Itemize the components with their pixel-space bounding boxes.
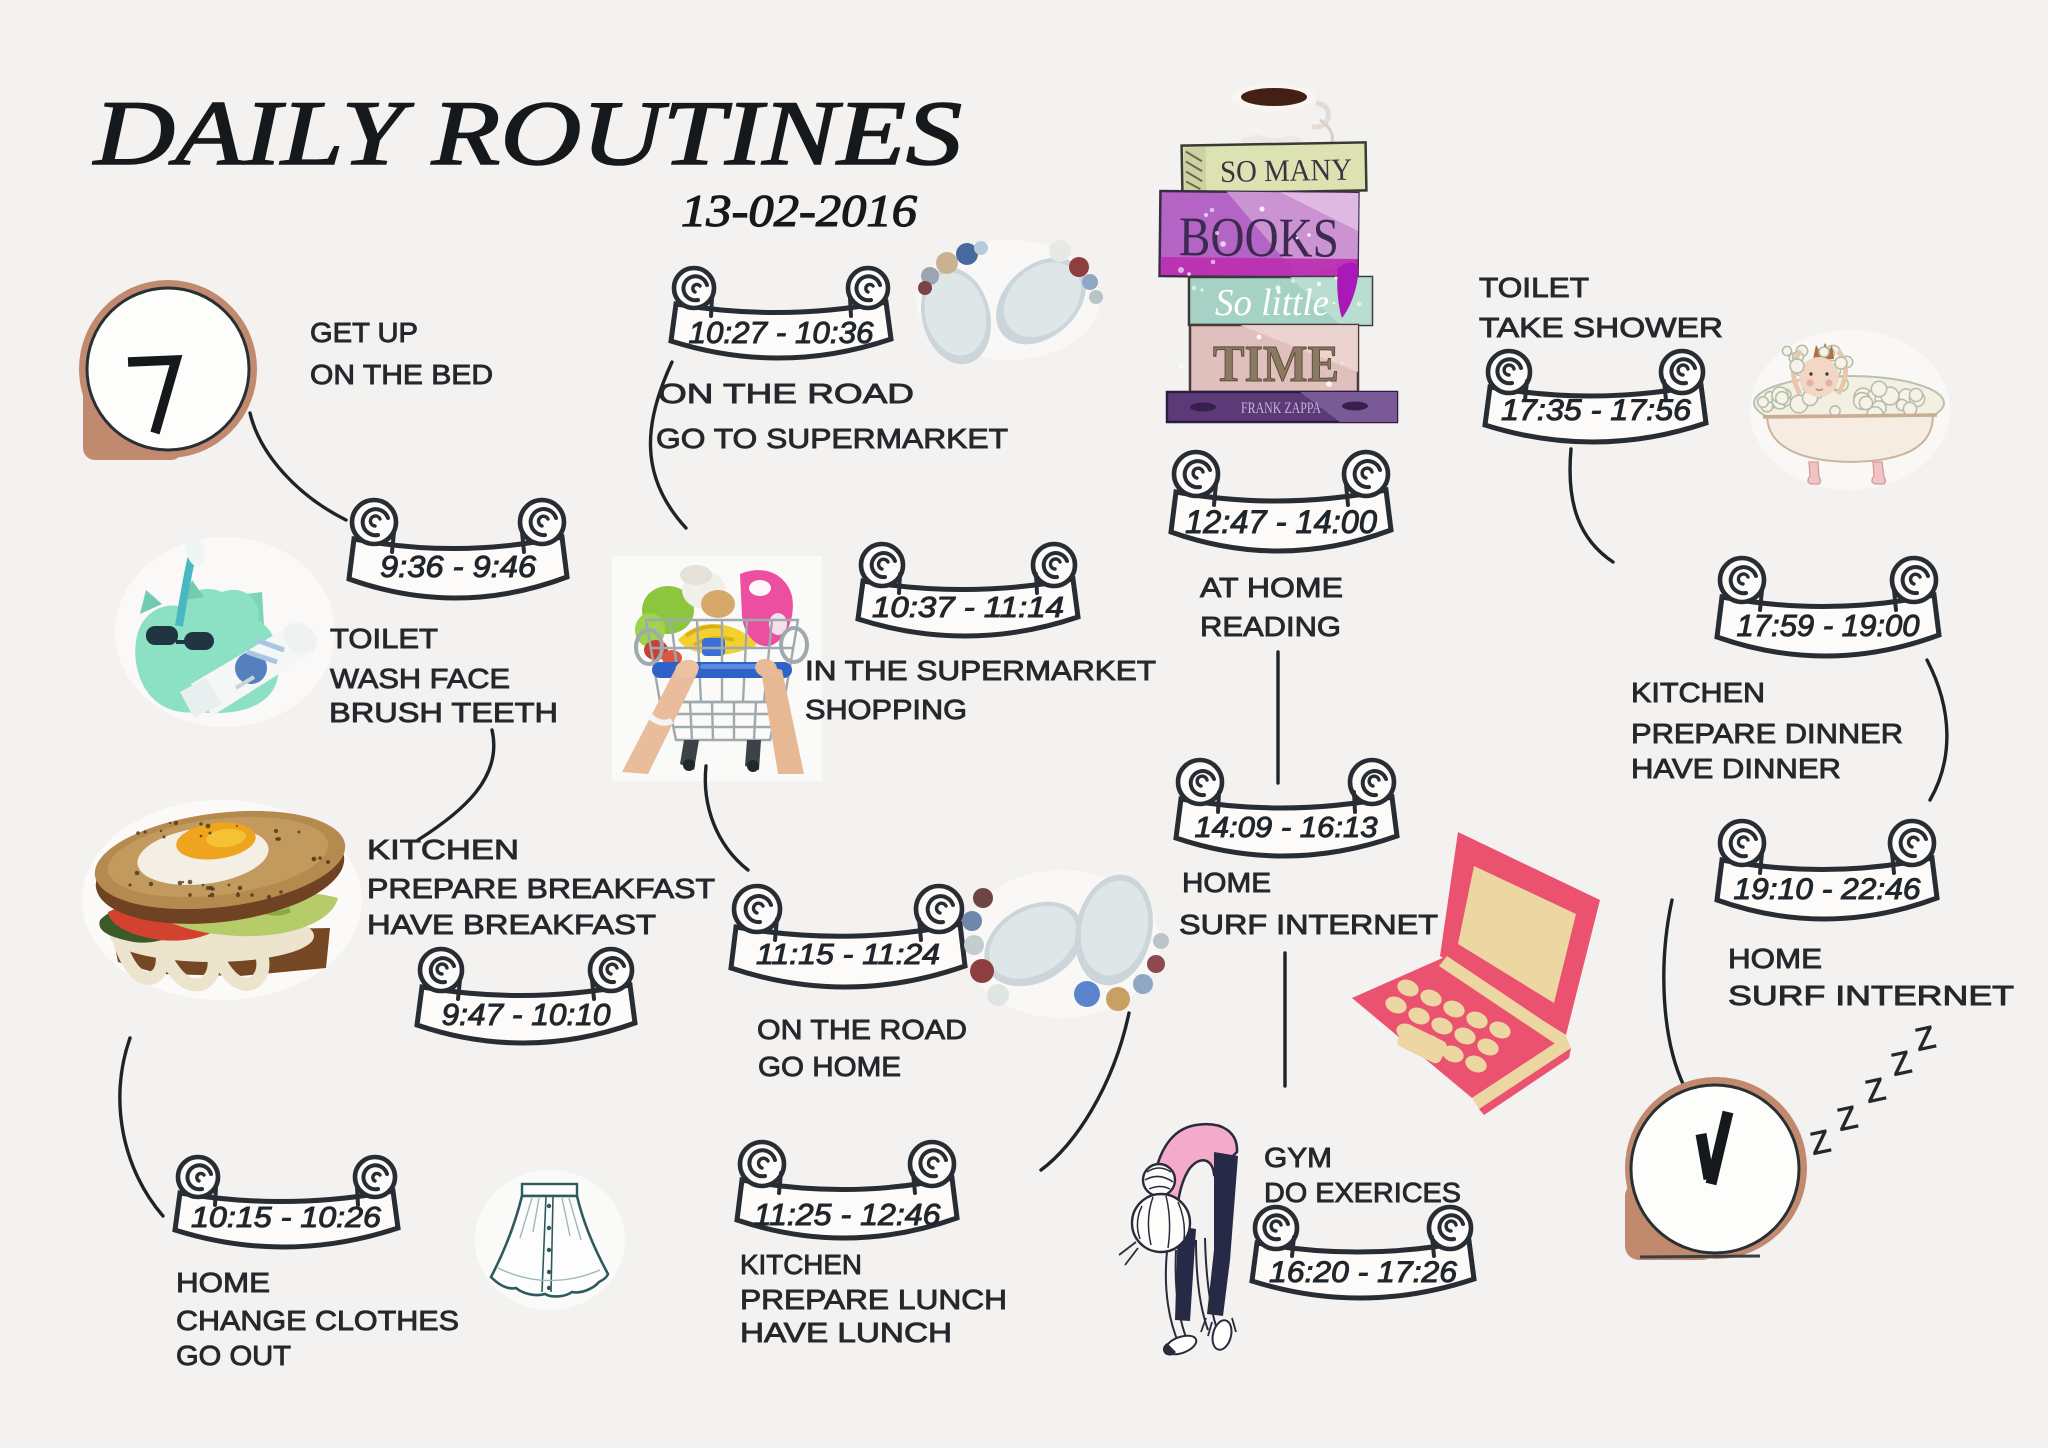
svg-text:PREPARE LUNCH: PREPARE LUNCH [740,1284,1007,1315]
svg-text:9:47 - 10:10: 9:47 - 10:10 [442,997,611,1032]
svg-text:AT HOME: AT HOME [1200,572,1343,603]
svg-text:DAILY ROUTINES: DAILY ROUTINES [92,82,962,184]
svg-text:KITCHEN: KITCHEN [367,834,519,865]
svg-text:ON THE BED: ON THE BED [310,359,493,390]
svg-text:GYM: GYM [1264,1142,1332,1173]
svg-text:9:36 - 9:46: 9:36 - 9:46 [380,549,537,584]
svg-text:DO EXERICES: DO EXERICES [1264,1177,1461,1208]
svg-text:GO OUT: GO OUT [176,1340,291,1371]
svg-text:ON THE ROAD: ON THE ROAD [757,1014,967,1045]
svg-text:ON THE ROAD: ON THE ROAD [658,378,914,409]
svg-text:HAVE LUNCH: HAVE LUNCH [740,1317,952,1348]
svg-text:GO HOME: GO HOME [758,1051,901,1082]
svg-text:10:15 - 10:26: 10:15 - 10:26 [191,1202,382,1234]
svg-text:BOOKS: BOOKS [1179,206,1340,270]
svg-text:19:10 - 22:46: 19:10 - 22:46 [1734,873,1921,906]
svg-text:CHANGE CLOTHES: CHANGE CLOTHES [176,1305,459,1336]
svg-text:TOILET: TOILET [1479,272,1589,303]
svg-text:GET UP: GET UP [310,317,418,348]
svg-text:10:27 - 10:36: 10:27 - 10:36 [689,315,875,350]
svg-text:17:59 - 19:00: 17:59 - 19:00 [1737,608,1920,643]
svg-text:11:15 - 11:24: 11:15 - 11:24 [756,939,940,971]
svg-text:So little: So little [1215,282,1329,324]
svg-text:SO MANY: SO MANY [1220,152,1353,189]
svg-text:17:35 - 17:56: 17:35 - 17:56 [1501,394,1691,427]
svg-text:13-02-2016: 13-02-2016 [681,186,918,236]
svg-text:FRANK ZAPPA: FRANK ZAPPA [1241,400,1321,417]
svg-text:TAKE SHOWER: TAKE SHOWER [1479,312,1723,343]
svg-text:10:37 - 11:14: 10:37 - 11:14 [872,592,1064,624]
svg-text:16:20 - 17:26: 16:20 - 17:26 [1269,1256,1457,1289]
svg-text:WASH FACE: WASH FACE [330,663,510,694]
svg-text:12:47 - 14:00: 12:47 - 14:00 [1185,504,1377,540]
svg-text:PREPARE BREAKFAST: PREPARE BREAKFAST [367,873,715,904]
svg-text:HAVE BREAKFAST: HAVE BREAKFAST [367,909,656,940]
svg-text:KITCHEN: KITCHEN [1631,677,1765,708]
svg-text:14:09 - 16:13: 14:09 - 16:13 [1195,812,1378,844]
svg-text:SURF INTERNET: SURF INTERNET [1179,909,1438,940]
svg-text:TOILET: TOILET [330,623,438,654]
svg-text:GO TO SUPERMARKET: GO TO SUPERMARKET [656,423,1008,454]
svg-text:KITCHEN: KITCHEN [740,1249,862,1280]
svg-text:HOME: HOME [1728,943,1822,974]
svg-text:TIME: TIME [1213,336,1339,393]
svg-text:SHOPPING: SHOPPING [805,694,967,725]
svg-text:11:25 - 12:46: 11:25 - 12:46 [754,1197,942,1232]
svg-text:READING: READING [1200,611,1341,642]
svg-text:HOME: HOME [176,1267,270,1298]
svg-text:HOME: HOME [1182,867,1271,898]
svg-text:BRUSH TEETH: BRUSH TEETH [329,697,558,728]
svg-text:HAVE DINNER: HAVE DINNER [1631,753,1841,784]
svg-text:IN THE SUPERMARKET: IN THE SUPERMARKET [805,655,1156,686]
svg-text:SURF INTERNET: SURF INTERNET [1728,980,2014,1011]
svg-text:PREPARE DINNER: PREPARE DINNER [1631,718,1903,749]
